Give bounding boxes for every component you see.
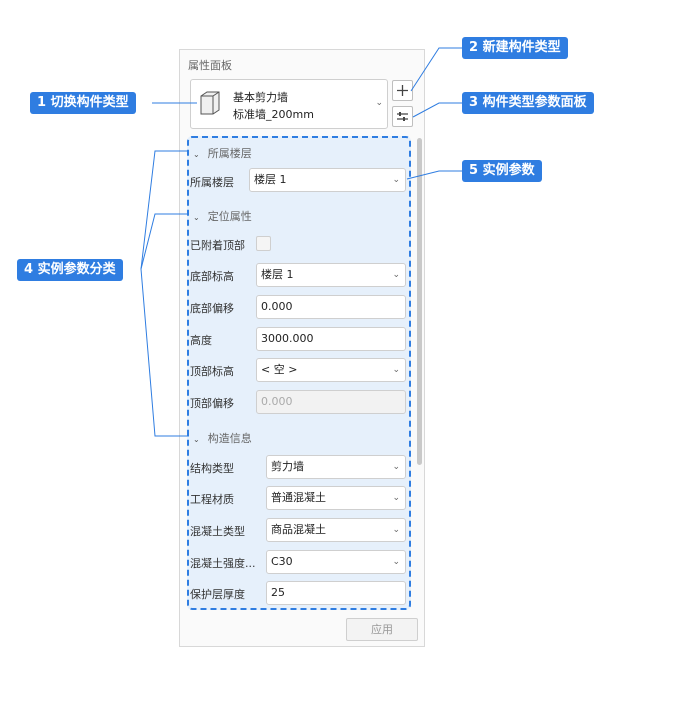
chevron-down-icon: ⌄ [392,462,400,472]
callout-instance-categories: 4 实例参数分类 [17,259,123,281]
chevron-down-icon: ⌄ [392,493,400,503]
type-params-button[interactable] [392,106,413,127]
chevron-down-icon: ⌄ [392,365,400,375]
scrollbar[interactable] [417,138,422,465]
callout-instance-params: 5 实例参数 [462,160,542,182]
floor-label: 所属楼层 [190,176,234,189]
section-title: 定位属性 [207,210,252,223]
struct-type-label: 结构类型 [190,462,234,475]
top-level-value: < 空 > [261,363,298,376]
top-level-select[interactable]: < 空 > ⌄ [256,358,406,382]
callout-switch-type: 1 切换构件类型 [30,92,136,114]
floor-select[interactable]: 楼层 1 ⌄ [249,168,406,192]
sliders-icon [397,112,408,121]
callout-line-3 [412,102,462,118]
top-offset-input: 0.000 [256,390,406,414]
section-floor[interactable]: ⌄ 所属楼层 [193,145,252,161]
chevron-down-icon: ⌄ [193,435,200,444]
callout-type-params: 3 构件类型参数面板 [462,92,594,114]
base-offset-label: 底部偏移 [190,302,234,315]
type-selector[interactable]: 基本剪力墙 标准墙_200mm ⌄ [190,79,388,129]
top-offset-value: 0.000 [261,395,293,408]
top-offset-label: 顶部偏移 [190,397,234,410]
section-position[interactable]: ⌄ 定位属性 [193,208,252,224]
cover-label: 保护层厚度 [190,588,245,601]
add-type-button[interactable] [392,80,413,101]
callout-new-type: 2 新建构件类型 [462,37,568,59]
concrete-strength-value: C30 [271,555,293,568]
base-level-select[interactable]: 楼层 1 ⌄ [256,263,406,287]
base-level-label: 底部标高 [190,270,234,283]
base-offset-input[interactable]: 0.000 [256,295,406,319]
callout-line-5 [406,170,462,180]
chevron-down-icon: ⌄ [392,270,400,280]
cover-input[interactable]: 25 [266,581,406,605]
callout-line-4c [140,268,189,437]
material-label: 工程材质 [190,493,234,506]
wall-type-icon [200,91,220,115]
concrete-type-value: 商品混凝土 [271,523,326,536]
concrete-strength-select[interactable]: C30 ⌄ [266,550,406,574]
callout-line-4a [140,150,189,270]
callout-line-2 [410,47,462,92]
type-family-name: 基本剪力墙 [233,91,288,104]
material-value: 普通混凝土 [271,491,326,504]
chevron-down-icon: ⌄ [392,175,400,185]
chevron-down-icon: ⌄ [392,525,400,535]
material-select[interactable]: 普通混凝土 ⌄ [266,486,406,510]
section-title: 构造信息 [207,432,252,445]
chevron-down-icon: ⌄ [193,213,200,222]
cover-value: 25 [271,586,285,599]
apply-button[interactable]: 应用 [346,618,418,641]
chevron-down-icon: ⌄ [375,98,383,108]
panel-title: 属性面板 [188,59,232,72]
section-title: 所属楼层 [207,147,252,160]
height-label: 高度 [190,334,212,347]
concrete-type-select[interactable]: 商品混凝土 ⌄ [266,518,406,542]
struct-type-value: 剪力墙 [271,460,304,473]
chevron-down-icon: ⌄ [392,557,400,567]
concrete-strength-label: 混凝土强度... [190,557,256,570]
plus-icon [397,85,408,96]
height-input[interactable]: 3000.000 [256,327,406,351]
floor-value: 楼层 1 [254,173,287,186]
base-offset-value: 0.000 [261,300,293,313]
concrete-type-label: 混凝土类型 [190,525,245,538]
chevron-down-icon: ⌄ [193,150,200,159]
struct-type-select[interactable]: 剪力墙 ⌄ [266,455,406,479]
type-name: 标准墙_200mm [233,108,314,121]
height-value: 3000.000 [261,332,314,345]
attached-top-label: 已附着顶部 [190,239,245,252]
attached-top-checkbox[interactable] [256,236,271,251]
top-level-label: 顶部标高 [190,365,234,378]
base-level-value: 楼层 1 [261,268,294,281]
section-construction[interactable]: ⌄ 构造信息 [193,430,252,446]
callout-line-4b [140,213,189,270]
